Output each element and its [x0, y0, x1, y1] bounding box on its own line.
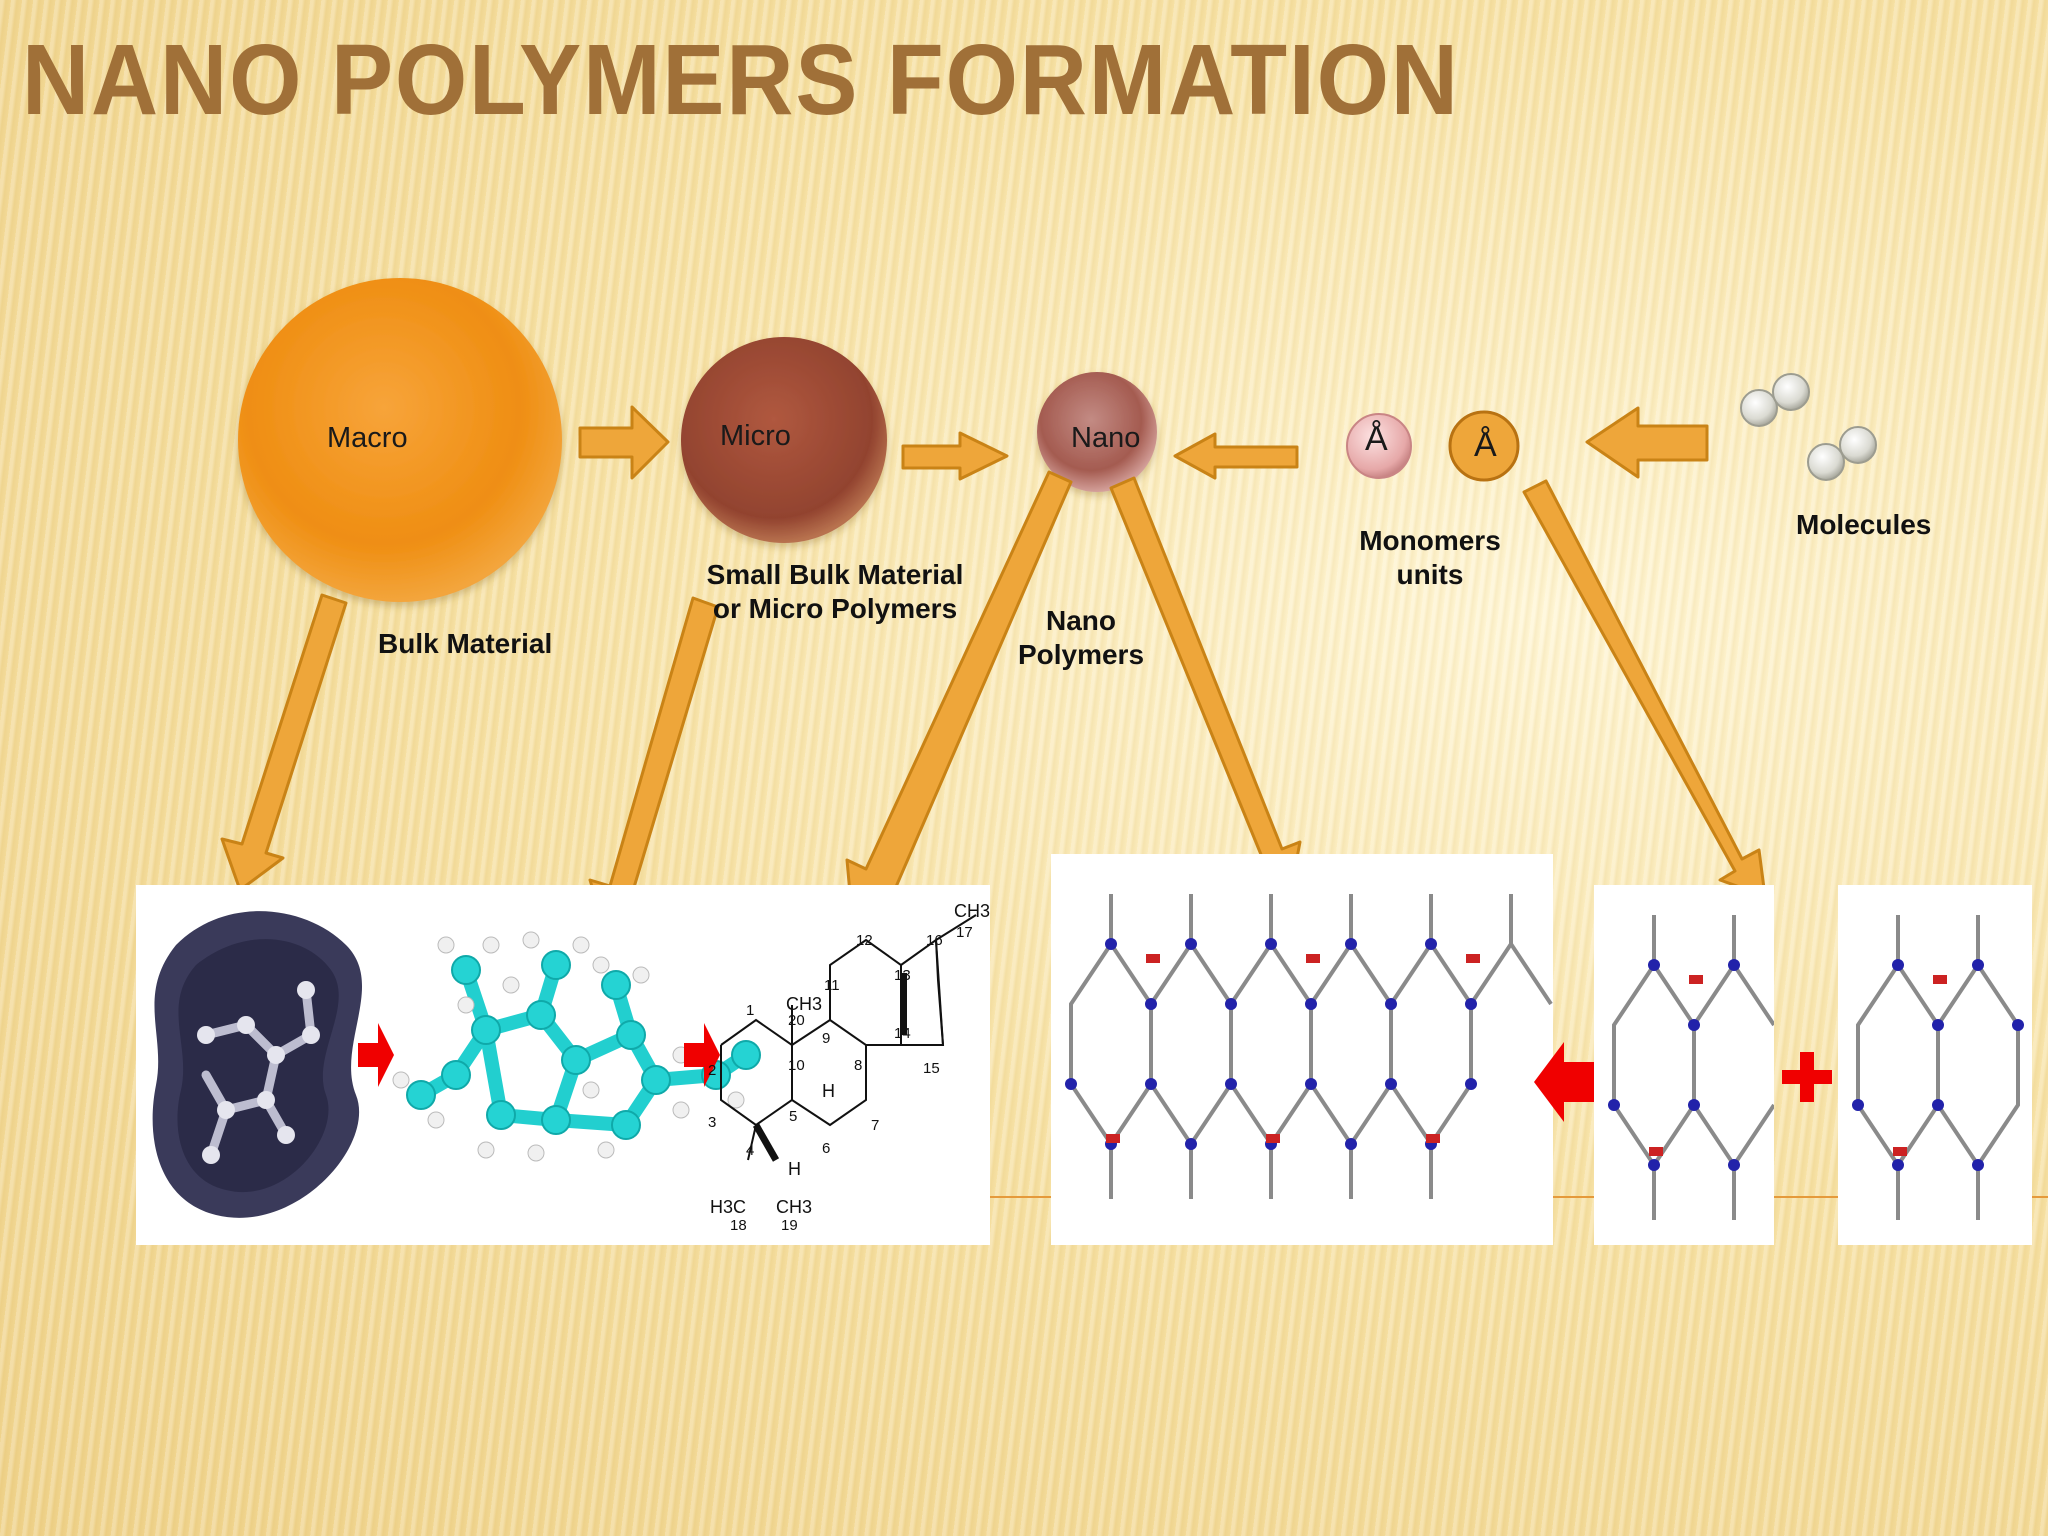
skeletal-wedge-bond — [901, 973, 907, 1035]
svg-text:1: 1 — [746, 1002, 754, 1019]
plus-icon — [1782, 1052, 1832, 1102]
arrow-nano-down-left — [845, 470, 1073, 918]
monomers-label-line2: units — [1396, 559, 1464, 590]
svg-text:2: 2 — [708, 1062, 716, 1079]
small-bulk-label-line1: Small Bulk Material — [706, 559, 964, 590]
monomer-circle-orange — [1448, 410, 1520, 482]
small-bulk-label: Small Bulk Material or Micro Polymers — [700, 558, 970, 626]
red-arrow-1 — [358, 1023, 394, 1087]
svg-text:8: 8 — [854, 1057, 862, 1074]
svg-text:19: 19 — [781, 1217, 798, 1234]
skeletal-formula-image — [720, 914, 977, 1162]
nano-polymers-label-line2: Polymers — [1017, 639, 1145, 670]
svg-text:12: 12 — [856, 932, 873, 949]
svg-text:14: 14 — [894, 1025, 911, 1042]
monomer-panel-1 — [1594, 885, 1774, 1245]
nano-label: Nano — [1071, 422, 1141, 454]
monomer-lattice-image-2 — [1852, 915, 2024, 1220]
monomers-label: Monomers units — [1339, 524, 1521, 592]
svg-text:10: 10 — [788, 1057, 805, 1074]
arrow-monomer-to-nano — [1173, 432, 1299, 480]
red-arrow-2 — [684, 1023, 720, 1087]
slide-title: NANO POLYMERS FORMATION — [22, 24, 1460, 136]
svg-text:20: 20 — [788, 1012, 805, 1029]
svg-text:H3C: H3C — [710, 1197, 746, 1217]
svg-text:CH3: CH3 — [954, 901, 990, 921]
molecules-icon — [1740, 373, 1877, 481]
arrow-micro-to-nano — [901, 431, 1009, 481]
small-bulk-label-line2: or Micro Polymers — [712, 593, 958, 624]
svg-text:CH3: CH3 — [786, 994, 822, 1014]
arrow-nano-down-right — [1109, 476, 1302, 897]
micro-circle — [681, 337, 887, 543]
nano-polymers-label-line1: Nano — [1046, 605, 1116, 636]
svg-text:4: 4 — [746, 1142, 754, 1159]
monomer-circle-pink — [1346, 413, 1412, 479]
arrow-monomer-down — [1522, 479, 1767, 898]
svg-text:18: 18 — [730, 1217, 747, 1234]
svg-text:16: 16 — [926, 932, 943, 949]
bulk-material-label: Bulk Material — [378, 628, 553, 659]
monomer-symbol-a: Å — [1365, 420, 1388, 458]
nano-polymer-panel — [1051, 854, 1553, 1245]
svg-text:3: 3 — [708, 1114, 716, 1131]
svg-text:H: H — [822, 1081, 835, 1101]
arrow-molecules-to-monomer — [1585, 406, 1709, 479]
svg-text:15: 15 — [923, 1060, 940, 1077]
skeletal-atom-numbers: 1 2 3 4 5 6 7 8 9 10 11 12 13 14 15 16 1… — [708, 924, 973, 1234]
arrow-macro-down — [220, 593, 348, 892]
nano-polymer-lattice-image — [1065, 894, 1553, 1199]
arrow-micro-down — [588, 596, 720, 932]
svg-text:H: H — [788, 1159, 801, 1179]
macro-label: Macro — [327, 422, 408, 454]
nano-polymers-label: Nano Polymers — [1001, 604, 1161, 672]
surface-model-image — [152, 911, 363, 1218]
nano-circle — [1037, 372, 1157, 492]
molecule-renderings-panel: 1 2 3 4 5 6 7 8 9 10 11 12 13 14 15 16 1… — [136, 885, 990, 1245]
svg-text:CH3: CH3 — [776, 1197, 812, 1217]
svg-text:13: 13 — [894, 967, 911, 984]
arrow-macro-to-micro — [578, 405, 670, 480]
svg-text:17: 17 — [956, 924, 973, 941]
svg-text:6: 6 — [822, 1140, 830, 1157]
svg-text:11: 11 — [824, 977, 840, 994]
monomers-label-line1: Monomers — [1359, 525, 1501, 556]
svg-text:9: 9 — [822, 1030, 830, 1047]
monomer-panel-2 — [1838, 885, 2032, 1245]
skeletal-groups: CH3 CH3 H H H3C CH3 — [710, 901, 990, 1217]
micro-label: Micro — [720, 420, 791, 452]
monomer-symbol-b: Å — [1474, 426, 1497, 464]
svg-text:7: 7 — [871, 1117, 879, 1134]
macro-circle — [238, 278, 562, 602]
monomer-lattice-image-1 — [1608, 915, 1774, 1220]
molecules-label: Molecules — [1796, 509, 1932, 540]
red-arrow-left — [1534, 1042, 1594, 1122]
svg-text:5: 5 — [789, 1108, 797, 1125]
